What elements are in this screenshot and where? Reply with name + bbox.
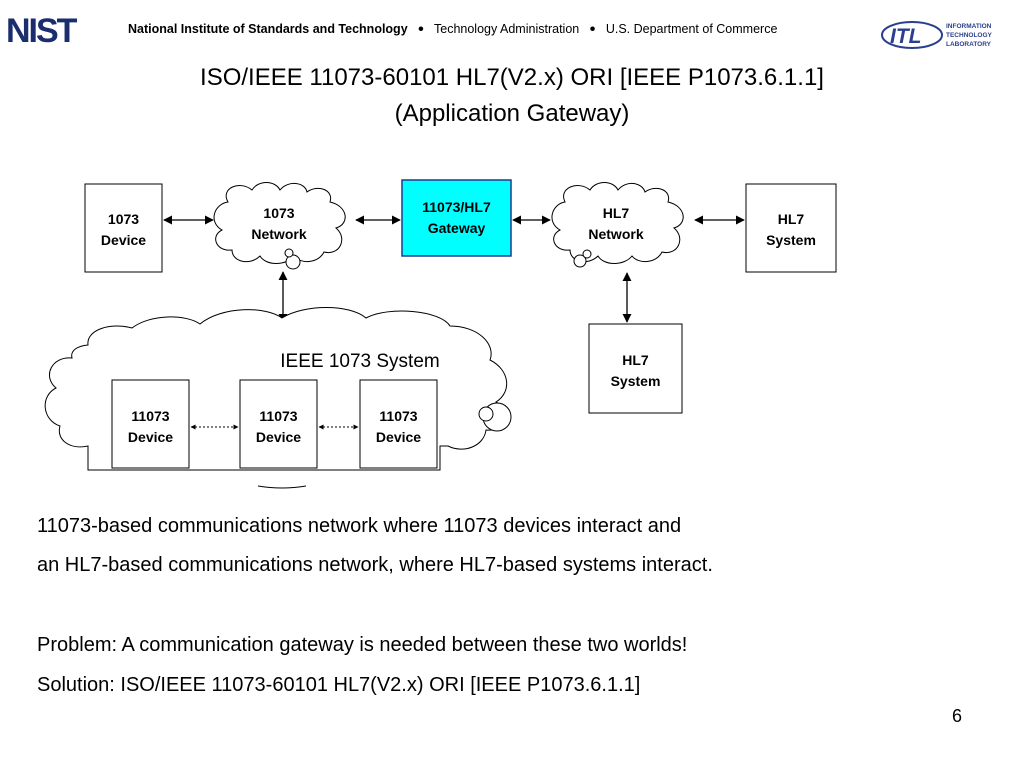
nist-logo-text: NIST: [6, 12, 78, 46]
itl-logo: ITL INFORMATION TECHNOLOGY LABORATORY: [881, 21, 993, 49]
itl-logo-mark: ITL: [890, 25, 922, 48]
device-11073-c-label-2: Device: [376, 429, 421, 445]
device-11073-a-box: [111, 379, 190, 469]
admin-name: Technology Administration: [434, 22, 580, 36]
page-number: 6: [951, 706, 962, 726]
device-11073-a-label-1: 11073: [131, 408, 169, 424]
itl-logo-line1: INFORMATION: [946, 23, 992, 30]
itl-logo-swoosh: [881, 21, 943, 49]
network-hl7-label-2: Network: [588, 226, 643, 242]
network-1073-cloud: [213, 182, 346, 270]
device-11073-c-box: [359, 379, 438, 469]
slide-title-line1: ISO/IEEE 11073-60101 HL7(V2.x) ORI [IEEE…: [200, 64, 824, 91]
header-line: National Institute of Standards and Tech…: [128, 20, 777, 38]
network-1073-label-2: Network: [251, 226, 306, 242]
device-1073-box: [84, 183, 163, 273]
hl7-system-lower-box: [588, 323, 683, 414]
nist-logo: NIST: [6, 12, 80, 46]
hl7-system-right-label-1: HL7: [778, 211, 805, 227]
itl-logo-line3: LABORATORY: [946, 41, 992, 48]
org-name: National Institute of Standards and Tech…: [128, 22, 408, 36]
body-line-2: an HL7-based communications network, whe…: [37, 554, 713, 576]
body-line-4: Solution: ISO/IEEE 11073-60101 HL7(V2.x)…: [37, 674, 641, 696]
itl-logo-line2: TECHNOLOGY: [946, 32, 993, 39]
dept-name: U.S. Department of Commerce: [605, 22, 778, 36]
device-11073-b-box: [239, 379, 318, 469]
gateway-label-2: Gateway: [428, 220, 486, 236]
hl7-system-right-label-2: System: [766, 232, 816, 248]
network-1073-label-1: 1073: [263, 205, 294, 221]
network-hl7-cloud: [551, 182, 684, 268]
hl7-system-lower-label-1: HL7: [622, 352, 649, 368]
header-separator-1: •: [418, 21, 424, 38]
device-11073-a-label-2: Device: [128, 429, 173, 445]
system-cloud-label: IEEE 1073 System: [280, 351, 439, 372]
header-separator-2: •: [589, 21, 596, 38]
device-11073-c-label-1: 11073: [379, 408, 417, 424]
body-line-1: 11073-based communications network where…: [37, 515, 682, 537]
hl7-system-lower-label-2: System: [611, 373, 661, 389]
device-11073-b-label-1: 11073: [259, 408, 297, 424]
gateway-box: [401, 179, 512, 257]
network-hl7-label-1: HL7: [603, 205, 630, 221]
device-1073-label-2: Device: [101, 232, 146, 248]
body-line-3: Problem: A communication gateway is need…: [37, 634, 688, 656]
device-1073-label-1: 1073: [108, 211, 139, 227]
gateway-label-1: 11073/HL7: [422, 199, 491, 215]
slide-title-line2: (Application Gateway): [394, 100, 630, 127]
hl7-system-right-box: [745, 183, 837, 273]
device-11073-b-label-2: Device: [256, 429, 301, 445]
